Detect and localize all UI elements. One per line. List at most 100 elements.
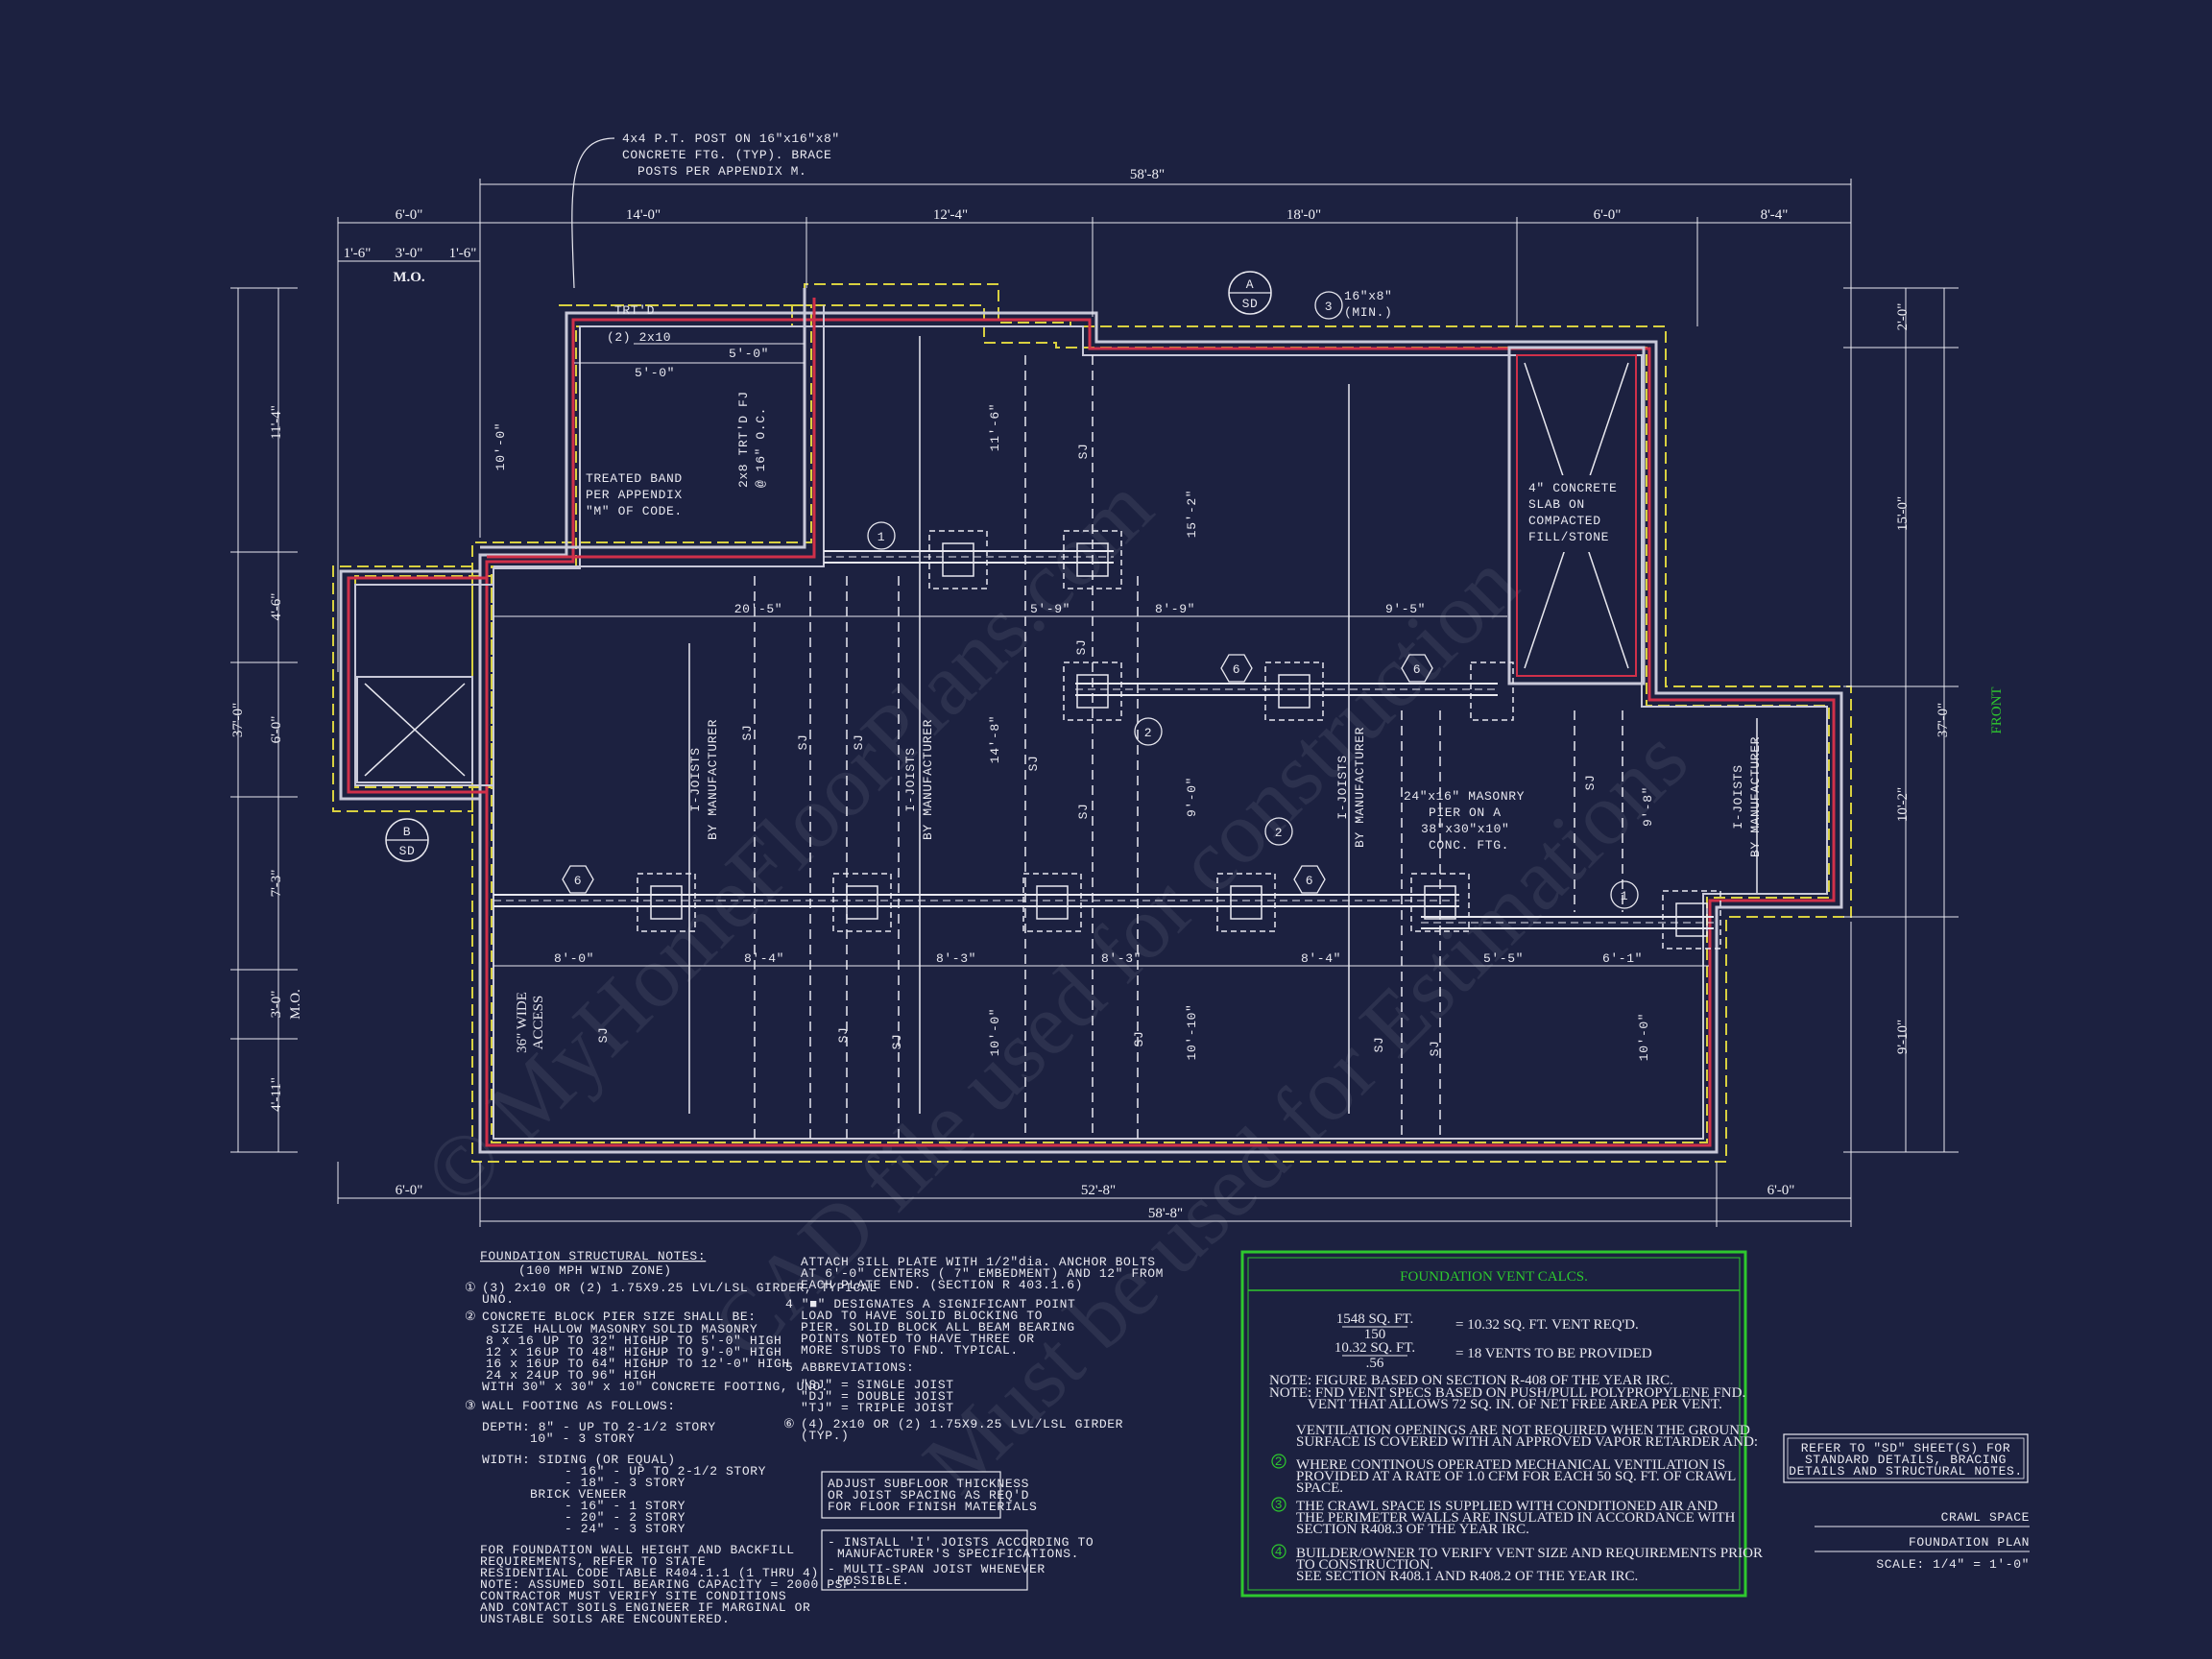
svg-text:UP TO 48" HIGH: UP TO 48" HIGH: [543, 1345, 657, 1359]
dim-right-3: 37'-0": [1936, 703, 1951, 737]
notes-width-1: - 16" - UP TO 2-1/2 STORY: [565, 1464, 766, 1479]
notes-brick-head: BRICK VENEER: [530, 1487, 627, 1502]
vent-note-1: NOTE: FIGURE BASED ON SECTION R-408 OF T…: [1269, 1373, 1673, 1388]
sj-label-2: SJ: [796, 734, 810, 751]
svg-text:UP TO 5'-0" HIGH: UP TO 5'-0" HIGH: [653, 1334, 781, 1348]
marker-2a: 2: [1144, 726, 1152, 740]
svg-text:UP TO 9'-0" HIGH: UP TO 9'-0" HIGH: [653, 1345, 781, 1359]
svg-text:UP TO 64" HIGH: UP TO 64" HIGH: [543, 1357, 657, 1371]
notes-n1-line-2: UNO.: [482, 1292, 515, 1307]
notes-tail-6: AND CONTACT SOILS ENGINEER IF MARGINAL O…: [480, 1600, 810, 1615]
notes-brick-1: - 16" - 1 STORY: [565, 1499, 685, 1513]
left-bay: [356, 676, 473, 783]
dim-overall-bottom: 58'-8": [1148, 1206, 1183, 1221]
dim-inner-18: 5'-5": [1483, 951, 1524, 966]
notes-tail-3: RESIDENTIAL CODE TABLE R404.1.1 (1 THRU …: [480, 1566, 819, 1580]
trtd-fj-2: @ 16" O.C.: [754, 407, 768, 488]
band-note-1: TREATED BAND: [586, 471, 683, 486]
dimensions-top: 58'-8" 6'-0" 14'-0" 12'-4" 18'-0" 6'-0" …: [344, 167, 1789, 285]
attach-1: ATTACH SILL PLATE WITH 1/2"dia. ANCHOR B…: [801, 1255, 1156, 1269]
trtd-label: TRT'D: [614, 303, 655, 318]
attach-2: AT 6'-0" CENTERS ( 7" EMBEDMENT) AND 12"…: [801, 1266, 1164, 1281]
ijoist-mfr-3: BY MANUFACTURER: [1353, 727, 1367, 848]
dim-top-1: 6'-0": [396, 207, 423, 223]
ijoist-label-2: I-JOISTS: [903, 747, 918, 811]
dim-top-3: 12'-4": [933, 207, 968, 223]
band-note-3: "M" OF CODE.: [586, 504, 683, 518]
vent-item3-1: THE CRAWL SPACE IS SUPPLIED WITH CONDITI…: [1296, 1499, 1718, 1514]
notes-brick-2: - 20" - 2 STORY: [565, 1510, 685, 1525]
dimensions-inner: 5'-0" 5'-0" 10'-0" 11'-6" 15'-2" 20'-5" …: [493, 347, 1655, 1061]
svg-text:8 x 16: 8 x 16: [486, 1334, 534, 1348]
vent-item4-3: SEE SECTION R408.1 AND R408.2 OF THE YEA…: [1296, 1569, 1638, 1584]
sj-label-4: SJ: [1026, 756, 1041, 772]
dim-inner-19: 6'-1": [1602, 951, 1643, 966]
dim-left-3: 37'-0": [230, 703, 246, 737]
dim-left-1: 11'-4": [269, 405, 284, 440]
dim-top-4: 18'-0": [1286, 207, 1321, 223]
ijoist-mfr-2: BY MANUFACTURER: [921, 719, 935, 840]
dim-inner-7: 5'-9": [1030, 602, 1070, 616]
notes-n1-line-1: (3) 2x10 OR (2) 1.75X9.25 LVL/LSL GIRDER…: [482, 1281, 878, 1295]
section-a-sd: SD: [1242, 297, 1259, 311]
sj-label-5: SJ: [1076, 804, 1091, 820]
dim-inner-16: 8'-3": [1101, 951, 1142, 966]
band-note-2: PER APPENDIX: [586, 488, 683, 502]
sj-label-1: SJ: [740, 725, 755, 741]
svg-text:24 x 24: 24 x 24: [486, 1368, 542, 1382]
ijoist-label-1: I-JOISTS: [688, 747, 703, 811]
dim-inner-1: 5'-0": [635, 366, 675, 380]
dim-left-7: 4'-11": [269, 1077, 284, 1112]
wall-red-line: [347, 318, 1836, 1147]
notes-n1-number: ①: [465, 1281, 476, 1295]
n6-1: (4) 2x10 OR (2) 1.75X9.25 LVL/LSL GIRDER: [801, 1417, 1123, 1431]
sj-label-13: SJ: [1372, 1037, 1386, 1053]
marker-1b: 1: [1621, 889, 1628, 903]
notes-brick-3: - 24" - 3 STORY: [565, 1522, 685, 1536]
n4-3: PIER. SOLID BLOCK ALL BEAM BEARING: [801, 1320, 1075, 1334]
trtd-2x10-label: (2) 2x10: [607, 330, 671, 345]
refer-2: STANDARD DETAILS, BRACING: [1805, 1453, 2007, 1467]
n4-5: MORE STUDS TO FND. TYPICAL.: [801, 1343, 1019, 1358]
notes-depth-1: DEPTH: 8" - UP TO 2-1/2 STORY: [482, 1420, 716, 1434]
access-label-1: 36" WIDE: [515, 992, 530, 1053]
foundation-walls: [332, 283, 1852, 1163]
dimensions-left: 11'-4" 4'-6" 37'-0" 6'-0" 7'-3" 3'-0" 4'…: [230, 405, 303, 1112]
sj-label-6: SJ: [1076, 444, 1091, 460]
i-joist-arrows: [688, 336, 1758, 1114]
vent-r1-result: = 10.32 SQ. FT. VENT REQ'D.: [1455, 1317, 1639, 1333]
dim-inner-22: 10'-0": [1637, 1013, 1651, 1061]
dim-bottom-3: 6'-0": [1767, 1183, 1795, 1198]
marker-6d: 6: [1306, 874, 1313, 888]
vent-item4-1: BUILDER/OWNER TO VERIFY VENT SIZE AND RE…: [1296, 1546, 1763, 1561]
single-joists: [754, 355, 1623, 1139]
marker-1a: 1: [878, 530, 885, 544]
vent-r1-den: 150: [1364, 1327, 1386, 1342]
dim-top-6: 8'-4": [1761, 207, 1789, 223]
dim-top-8: 3'-0": [396, 246, 423, 261]
wall-inner-line: [354, 325, 1828, 1140]
ijoist-label-4: I-JOISTS: [1731, 764, 1745, 829]
girders: [493, 550, 1714, 929]
ijoist-mfr-4: BY MANUFACTURER: [1748, 736, 1763, 857]
vent-item3-2: THE PERIMETER WALLS ARE INSULATED IN ACC…: [1296, 1510, 1736, 1526]
girder-bottom: [493, 894, 1714, 929]
dim-bottom-1: 6'-0": [396, 1183, 423, 1198]
pier-size-table: SIZE HALLOW MASONRY SOLID MASONRY 8 x 16…: [486, 1322, 789, 1382]
numbered-markers: [562, 291, 1639, 909]
svg-text:HALLOW MASONRY: HALLOW MASONRY: [534, 1322, 647, 1336]
dimensions-bottom: 6'-0" 52'-8" 6'-0" 58'-8": [396, 1183, 1795, 1221]
trtd-fj-1: 2x8 TRT'D FJ: [736, 391, 751, 488]
notes-tail-5: CONTRACTOR MUST VERIFY SITE CONDITIONS: [480, 1589, 786, 1603]
refer-3: DETAILS AND STRUCTURAL NOTES.: [1789, 1464, 2023, 1479]
dim-left-6: 3'-0": [269, 991, 284, 1019]
post-note-3: POSTS PER APPENDIX M.: [637, 164, 806, 179]
section-a-letter: A: [1246, 277, 1254, 292]
sj-label-7: SJ: [1074, 639, 1089, 656]
vent-item4-2: TO CONSTRUCTION.: [1296, 1557, 1433, 1573]
section-b-letter: B: [403, 825, 411, 839]
ijoist-mfr-1: BY MANUFACTURER: [706, 719, 720, 840]
sj-label-14: SJ: [1428, 1041, 1442, 1057]
n4-1: 4 "■" DESIGNATES A SIGNIFICANT POINT: [785, 1297, 1075, 1311]
